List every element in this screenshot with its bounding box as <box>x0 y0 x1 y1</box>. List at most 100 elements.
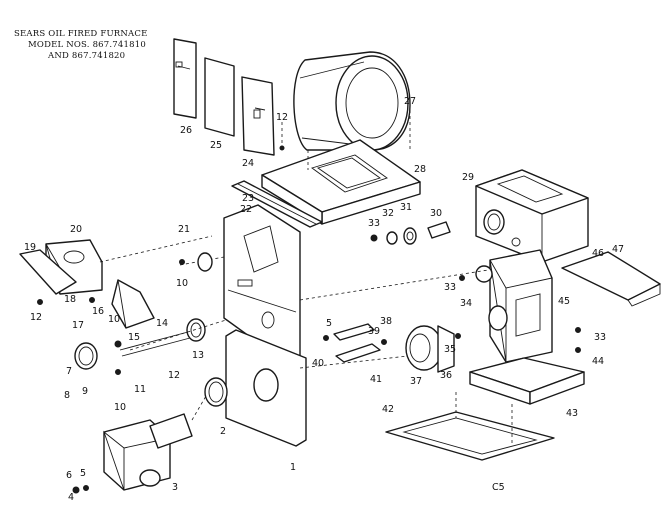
label-5-low: 5 <box>80 468 86 479</box>
screw-12-top <box>279 145 285 151</box>
access-panel-24 <box>241 76 275 156</box>
label-23: 23 <box>242 193 254 204</box>
part-labels: 26 25 24 12 27 28 23 22 21 20 19 18 12 1… <box>24 96 624 503</box>
screw-33-right <box>575 327 581 333</box>
label-39: 39 <box>368 326 380 337</box>
baffle-47 <box>561 251 661 307</box>
label-17: 17 <box>72 320 84 331</box>
access-panel-25 <box>204 57 235 137</box>
label-46: 46 <box>592 248 604 259</box>
label-21: 21 <box>178 224 190 235</box>
oil-burner-3 <box>103 395 207 491</box>
base-43 <box>469 357 585 405</box>
label-40: 40 <box>312 358 324 369</box>
label-8: 8 <box>64 390 70 401</box>
label-10-mid: 10 <box>108 314 120 325</box>
label-5-mid: 5 <box>326 318 332 329</box>
label-41: 41 <box>370 374 382 385</box>
label-25: 25 <box>210 140 222 151</box>
screw-5 <box>323 335 329 341</box>
label-45: 45 <box>558 296 570 307</box>
label-47: 47 <box>612 244 624 255</box>
label-38: 38 <box>380 316 392 327</box>
label-19: 19 <box>24 242 36 253</box>
label-9: 9 <box>82 386 88 397</box>
heat-exchanger-29 <box>475 169 589 363</box>
label-14: 14 <box>156 318 168 329</box>
label-13: 13 <box>192 350 204 361</box>
label-20: 20 <box>70 224 82 235</box>
leader-10-left <box>179 256 225 266</box>
screw-33-mid <box>459 275 465 281</box>
leader-pipe-lower <box>299 355 409 369</box>
label-12-mid: 12 <box>168 370 180 381</box>
hardware-30-33 <box>370 221 451 245</box>
screw-35 <box>455 333 461 339</box>
label-15: 15 <box>128 332 140 343</box>
label-12-left: 12 <box>30 312 42 323</box>
label-34: 34 <box>460 298 472 309</box>
screw-17 <box>89 297 95 303</box>
label-1: 1 <box>290 462 296 473</box>
nut-15 <box>114 340 122 348</box>
blower-assembly-27 <box>293 51 411 151</box>
screw-38 <box>381 339 387 345</box>
label-12-top: 12 <box>276 112 288 123</box>
label-36: 36 <box>440 370 452 381</box>
label-18: 18 <box>64 294 76 305</box>
label-27: 27 <box>404 96 416 107</box>
leader-pipe-upper <box>299 269 489 301</box>
label-33-right: 33 <box>594 332 606 343</box>
label-43: 43 <box>566 408 578 419</box>
label-28: 28 <box>414 164 426 175</box>
diagram-title-line3: AND 867.741820 <box>47 51 125 61</box>
screw-10 <box>115 369 121 375</box>
lower-panel-1 <box>225 329 307 447</box>
leader-duct <box>99 235 213 263</box>
label-33-top: 33 <box>368 218 380 229</box>
label-2: 2 <box>220 426 226 437</box>
drip-pan-42 <box>385 392 555 461</box>
label-44: 44 <box>592 356 604 367</box>
label-10-upper: 10 <box>176 278 188 289</box>
ring-21 <box>197 252 213 272</box>
screw-10-upper <box>179 259 185 265</box>
label-7: 7 <box>66 366 72 377</box>
access-panel-26 <box>173 38 197 119</box>
screw-44 <box>575 347 581 353</box>
label-16: 16 <box>92 306 104 317</box>
label-24: 24 <box>242 158 254 169</box>
label-33-mid: 33 <box>444 282 456 293</box>
label-22: 22 <box>240 204 252 215</box>
label-3: 3 <box>172 482 178 493</box>
bracket-14 <box>111 279 155 329</box>
ring-13 <box>186 318 206 342</box>
diagram-title-line1: SEARS OIL FIRED FURNACE <box>14 29 148 39</box>
rail-23 <box>231 180 323 228</box>
label-26: 26 <box>180 125 192 136</box>
label-11: 11 <box>134 384 146 395</box>
shield-19 <box>19 249 77 295</box>
label-32: 32 <box>382 208 394 219</box>
label-37: 37 <box>410 376 422 387</box>
diagram-code: C5 <box>492 482 505 493</box>
nut-4 <box>72 486 80 494</box>
bracket-41 <box>333 323 381 363</box>
front-panel-22 <box>223 204 301 357</box>
label-6: 6 <box>66 470 72 481</box>
nut-5 <box>83 485 89 491</box>
label-10-low: 10 <box>114 402 126 413</box>
label-29: 29 <box>462 172 474 183</box>
door-assembly-37 <box>405 325 455 373</box>
diagram-title-line2: MODEL NOS. 867.741810 <box>28 40 146 50</box>
label-31: 31 <box>400 202 412 213</box>
label-30: 30 <box>430 208 442 219</box>
label-4: 4 <box>68 492 74 503</box>
screw-12-left <box>37 299 43 305</box>
leader-pipe-12 <box>129 319 227 351</box>
ring-7 <box>74 342 98 370</box>
label-35: 35 <box>444 344 456 355</box>
label-42: 42 <box>382 404 394 415</box>
